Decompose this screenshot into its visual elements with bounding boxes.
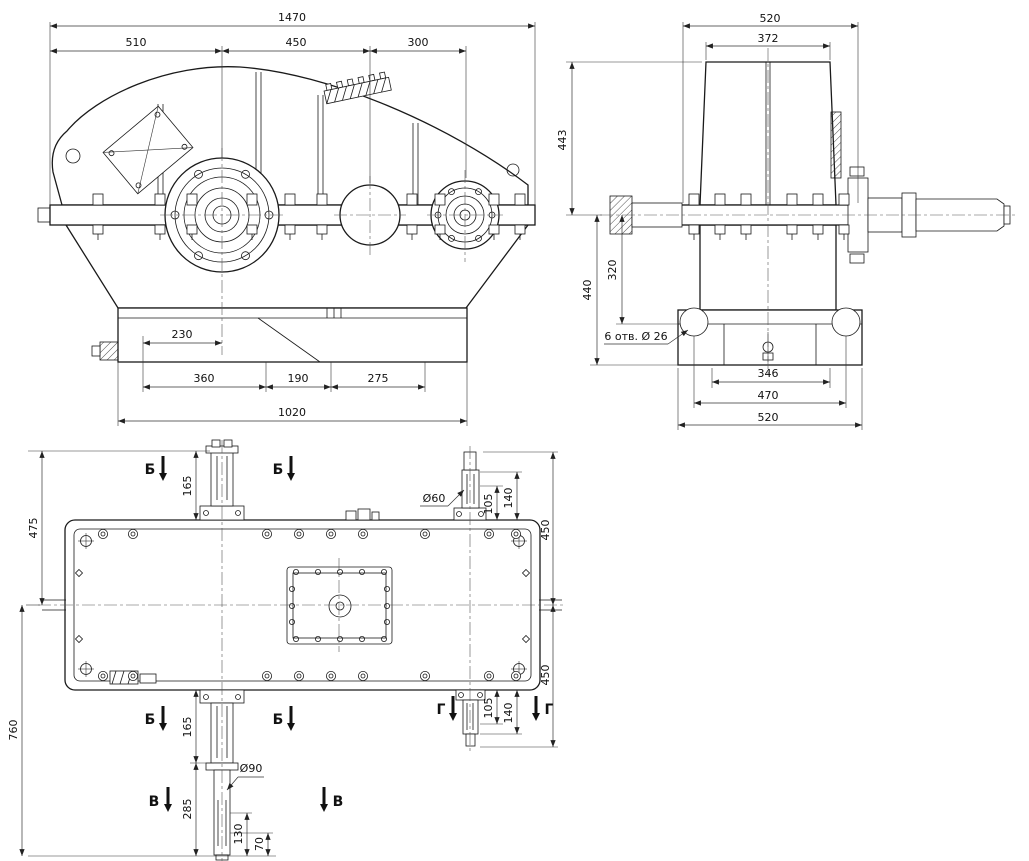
plan-centerlines — [38, 440, 563, 861]
section-label-b-bottom-right: Б — [273, 712, 284, 728]
holes-note-label: 6 отв. Ø 26 — [604, 330, 667, 343]
front-breather — [323, 71, 392, 105]
plan-cover-plug — [328, 594, 352, 618]
dim-label-140-bottom: 140 — [502, 703, 515, 724]
dim-label-140-top: 140 — [502, 488, 515, 509]
plan-inspection-cover — [286, 566, 393, 645]
side-breather — [830, 111, 842, 179]
side-view: 520 372 443 440 320 6 отв. Ø 26 346 470 … — [556, 12, 1016, 430]
front-inspection-plate — [102, 105, 194, 195]
dim-label-450-lower: 450 — [539, 665, 552, 686]
dim-label-450-upper: 450 — [539, 520, 552, 541]
dim-label-300: 300 — [408, 36, 429, 49]
section-label-b-top-right: Б — [273, 462, 284, 478]
dim-label-105-top: 105 — [482, 494, 495, 515]
section-label-v-right: В — [333, 794, 344, 810]
dim-label-520-top: 520 — [760, 12, 781, 25]
dim-label-440: 440 — [581, 280, 594, 301]
front-dimensions: 1470 510 450 300 230 360 190 275 1020 — [49, 11, 536, 426]
dim-label-130: 130 — [232, 824, 245, 845]
dim-label-275: 275 — [368, 372, 389, 385]
dim-label-320: 320 — [606, 260, 619, 281]
side-centerlines — [600, 48, 1016, 378]
dim-label-346: 346 — [758, 367, 779, 380]
section-label-b-top-left: Б — [145, 462, 156, 478]
dim-label-105-bottom: 105 — [482, 698, 495, 719]
dim-label-443: 443 — [556, 130, 569, 151]
dim-label-470: 470 — [758, 389, 779, 402]
dim-label-520-bottom: 520 — [758, 411, 779, 424]
side-housing — [677, 61, 863, 366]
dim-label-372: 372 — [758, 32, 779, 45]
front-drain-plug — [99, 341, 119, 361]
side-foot-hole-left — [679, 307, 709, 337]
dim-label-70: 70 — [253, 837, 266, 851]
dim-label-165-bottom: 165 — [181, 717, 194, 738]
section-label-g-left: Г — [437, 702, 446, 718]
side-dimensions: 520 372 443 440 320 6 отв. Ø 26 346 470 … — [556, 12, 863, 430]
dim-label-450-front: 450 — [286, 36, 307, 49]
section-label-g-right: Г — [545, 702, 554, 718]
front-view: 1470 510 450 300 230 360 190 275 1020 — [37, 11, 536, 426]
front-base — [117, 307, 468, 363]
dia-label-60: Ø60 — [423, 492, 446, 505]
dim-label-760: 760 — [7, 720, 20, 741]
section-label-b-bottom-left: Б — [145, 712, 156, 728]
dim-label-475: 475 — [27, 518, 40, 539]
front-left-shaft-stub — [37, 207, 52, 223]
dim-label-510: 510 — [126, 36, 147, 49]
plan-output-shaft-bottom — [455, 689, 486, 747]
dim-label-1020: 1020 — [278, 406, 306, 419]
front-housing — [37, 66, 536, 363]
dia-label-90: Ø90 — [240, 762, 263, 775]
section-label-v-left: В — [149, 794, 160, 810]
side-foot-hole-right — [831, 307, 861, 337]
plan-dimensions: 475 760 165 165 285 130 70 Ø90 Ø60 105 1… — [7, 450, 558, 857]
front-right-lug-hole — [506, 163, 520, 177]
dim-label-285: 285 — [181, 799, 194, 820]
plan-section-marks: Б Б Б Б В В Г Г — [145, 454, 554, 814]
dim-label-230: 230 — [172, 328, 193, 341]
plan-view: Б Б Б Б В В Г Г — [7, 439, 563, 861]
dim-label-360: 360 — [194, 372, 215, 385]
front-left-lug-hole — [65, 148, 81, 164]
dim-label-1470: 1470 — [278, 11, 306, 24]
dim-label-165-top: 165 — [181, 476, 194, 497]
front-upper-housing — [51, 66, 529, 206]
front-centerlines — [160, 148, 503, 355]
dim-label-190: 190 — [288, 372, 309, 385]
